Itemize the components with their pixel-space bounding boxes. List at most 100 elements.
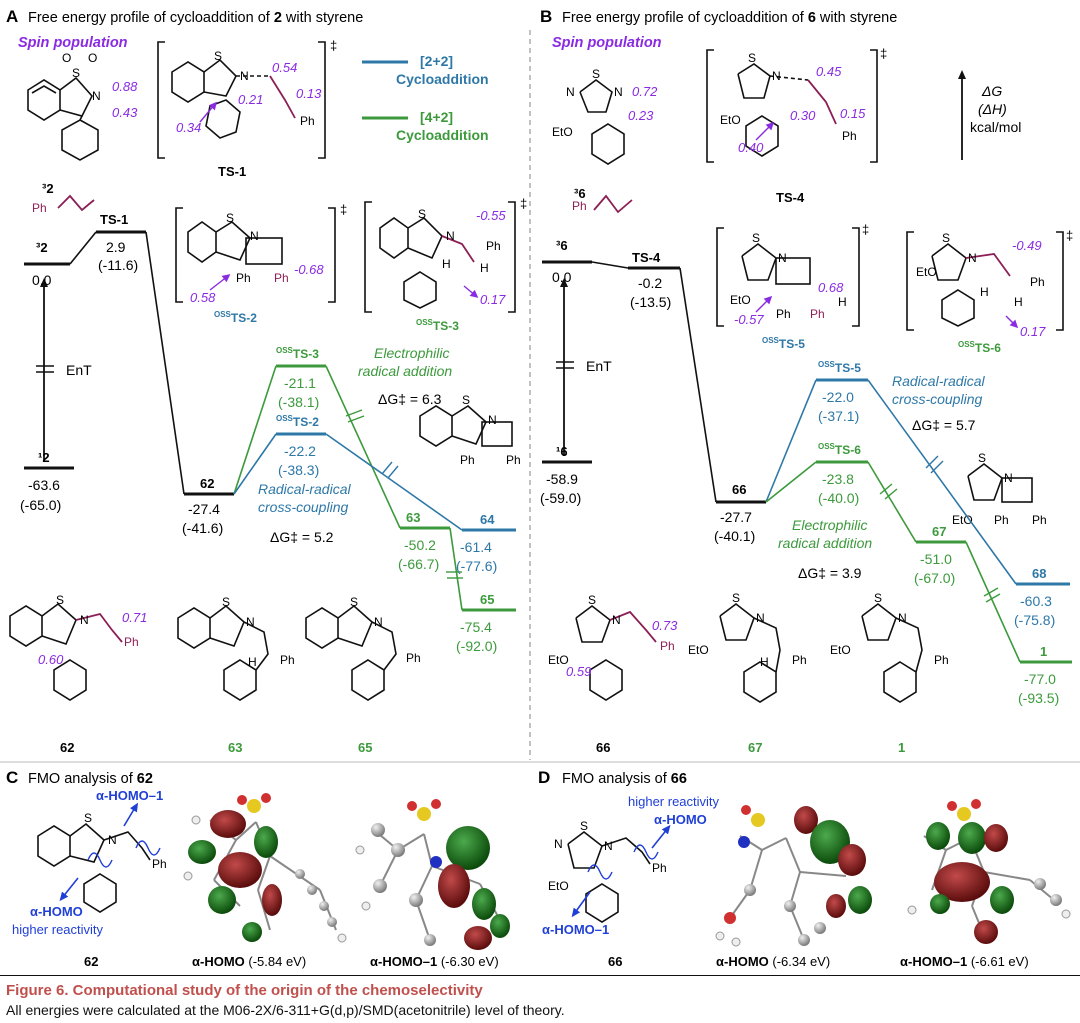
label-36: ³6 xyxy=(574,186,586,201)
level-ts4-g: -0.2 xyxy=(638,275,662,291)
spin-ts4-1: 0.45 xyxy=(816,64,842,79)
level-63-g: -50.2 xyxy=(404,537,436,553)
d-higher: higher reactivity xyxy=(628,794,720,809)
bottom-label-66: 66 xyxy=(596,740,610,755)
label-ts6-struct: OSSTS-6 xyxy=(958,340,1001,355)
n-atom: N xyxy=(250,229,259,243)
legend-42-line1: [4+2] xyxy=(420,109,453,125)
bottom-label-63: 63 xyxy=(228,740,242,755)
spin-ts5-2: -0.57 xyxy=(734,312,764,327)
ent-label-a: EnT xyxy=(66,362,92,378)
d-orb2-caption: α-HOMO–1 (-6.61 eV) xyxy=(900,954,1029,969)
c-mol-label: 62 xyxy=(84,954,98,969)
c-homo-label: α-HOMO xyxy=(30,904,83,919)
styrene-ph: Ph xyxy=(572,199,587,213)
level-66-h: (-40.1) xyxy=(714,528,755,544)
level-65-g: -75.4 xyxy=(460,619,492,635)
panel-a-spin-label: Spin population xyxy=(18,35,128,51)
radical-a-1: Radical-radical xyxy=(258,481,351,497)
label-ts2-struct: OSSTS-2 xyxy=(214,310,257,325)
level-16-g: -58.9 xyxy=(546,471,578,487)
orbital-c-homo1 xyxy=(355,799,510,950)
orbital-d-homo1 xyxy=(907,799,1071,944)
orbital-lobe xyxy=(87,852,113,868)
n-atom: N xyxy=(446,229,455,243)
d-homo1-label: α-HOMO–1 xyxy=(542,922,609,937)
spin-ts2-1: -0.68 xyxy=(294,262,324,277)
spin-36-2: 0.23 xyxy=(628,108,654,123)
ph-label: Ph xyxy=(776,307,791,321)
c-orb1-caption: α-HOMO (-5.84 eV) xyxy=(192,954,306,969)
level-1-h: (-93.5) xyxy=(1018,690,1059,706)
level-64-label: 64 xyxy=(480,512,495,527)
structure-66-bottom xyxy=(575,604,623,701)
panel-d-letter: D xyxy=(538,768,550,787)
legend: [2+2] Cycloaddition [4+2] Cycloaddition xyxy=(362,53,489,143)
energy-profile-b: EnT ¹6 -58.9 (-59.0) ³6 0.0 TS-4 -0.2 (-… xyxy=(540,238,1072,706)
level-63-label: 63 xyxy=(406,510,420,525)
n-atom: N xyxy=(614,85,623,99)
level-ts2-g: -22.2 xyxy=(284,443,316,459)
spin-66-1: 0.59 xyxy=(566,664,591,679)
level-65-h: (-92.0) xyxy=(456,638,497,654)
electrophilic-b-1: Electrophilic xyxy=(792,517,867,533)
ph-label: Ph xyxy=(652,861,667,875)
level-ts1-label: TS-1 xyxy=(100,212,128,227)
d-homo-label: α-HOMO xyxy=(654,812,707,827)
level-12-g: -63.6 xyxy=(28,477,60,493)
homo-arrow xyxy=(651,824,671,849)
label-ts4-struct: TS-4 xyxy=(776,190,805,205)
ph-label: Ph xyxy=(810,307,825,321)
bond-62 xyxy=(75,612,123,643)
electrophilic-b-2: radical addition xyxy=(778,535,872,551)
bottom-label-65: 65 xyxy=(358,740,372,755)
s-atom: S xyxy=(84,811,92,825)
dagger: ‡ xyxy=(330,38,337,53)
eto-label: EtO xyxy=(548,653,569,667)
level-ts3-label: OSSTS-3 xyxy=(276,346,319,361)
electrophilic-a-2: radical addition xyxy=(358,363,452,379)
ph-label: Ph xyxy=(460,453,475,467)
legend-42-line2: Cycloaddition xyxy=(396,127,489,143)
level-ts4-label: TS-4 xyxy=(632,250,661,265)
h-label: H xyxy=(248,655,257,669)
eto-label: EtO xyxy=(830,643,851,657)
spin-ts1-1: 0.54 xyxy=(272,60,297,75)
ts6-bond xyxy=(965,253,1011,277)
s-atom: S xyxy=(418,207,426,221)
spin-ts3-2: 0.17 xyxy=(480,292,506,307)
ph-label: Ph xyxy=(660,639,675,653)
axis-dg: ΔG xyxy=(981,83,1002,99)
level-ts6-h: (-40.0) xyxy=(818,490,859,506)
ph-label: Ph xyxy=(152,857,167,871)
level-ts5-h: (-37.1) xyxy=(818,408,859,424)
figure-canvas: A Free energy profile of cycloaddition o… xyxy=(0,7,1080,969)
level-ts6-label: OSSTS-6 xyxy=(818,442,861,457)
panel-b-title: Free energy profile of cycloaddition of … xyxy=(562,10,897,26)
s-atom: S xyxy=(978,451,986,465)
structure-65-bottom xyxy=(305,604,397,701)
n-atom: N xyxy=(374,615,383,629)
eto-label: EtO xyxy=(548,879,569,893)
homo-arrow xyxy=(59,877,79,902)
spin-ts3-1: -0.55 xyxy=(476,208,506,223)
s-atom: S xyxy=(748,51,756,65)
h-label: H xyxy=(760,655,769,669)
level-67-label: 67 xyxy=(932,524,946,539)
dg-electro-a: ΔG‡ = 6.3 xyxy=(378,391,442,407)
spin-62-2: 0.71 xyxy=(122,610,147,625)
n-atom: N xyxy=(612,613,621,627)
spin-ts2-2: 0.58 xyxy=(190,290,216,305)
s-atom: S xyxy=(72,66,80,80)
level-ts5-g: -22.0 xyxy=(822,389,854,405)
spin-66-2: 0.73 xyxy=(652,618,678,633)
s-atom: S xyxy=(462,393,470,407)
energy-profile-a: EnT ¹2 -63.6 (-65.0) ³2 0.0 TS-1 2.9 (-1… xyxy=(20,212,516,654)
spin-arrow xyxy=(755,295,773,313)
n-atom: N xyxy=(554,837,563,851)
spin-62-1: 0.60 xyxy=(38,652,64,667)
level-ts4-h: (-13.5) xyxy=(630,294,671,310)
h-label: H xyxy=(838,295,847,309)
energy-axis: ΔG (ΔH) kcal/mol xyxy=(958,70,1021,160)
panel-d-title: FMO analysis of 66 xyxy=(562,771,687,787)
